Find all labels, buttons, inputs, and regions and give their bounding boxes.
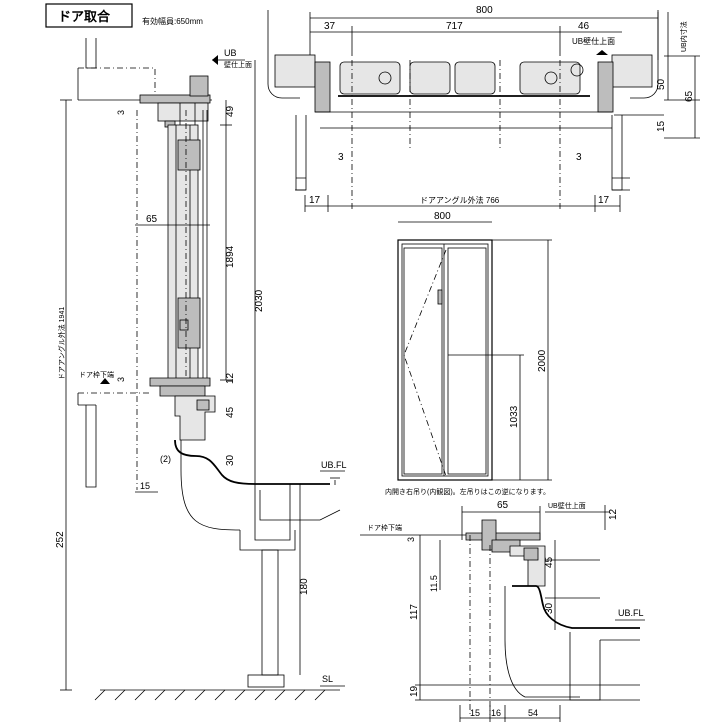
plan-dim-50: 50 <box>656 78 667 90</box>
detail-dim-19: 19 <box>409 685 420 697</box>
door-frame <box>397 239 493 481</box>
detail-profile <box>465 519 640 701</box>
side-dimensions: ドアアングル外法 1941 252 49 1894 12 45 30 2030 … <box>55 60 310 691</box>
plan-dim-65: 65 <box>684 90 695 102</box>
detail-dim-15: 15 <box>470 708 480 718</box>
swing-indicator <box>403 249 447 477</box>
dim-3-bottom: 3 <box>116 377 126 382</box>
dim-1894: 1894 <box>225 245 236 268</box>
dim-65: 65 <box>146 214 158 225</box>
elevation-height-label: 2000 <box>537 349 548 372</box>
plan-frame <box>274 54 653 210</box>
bottom-frame-profile <box>149 377 330 531</box>
dim-45: 45 <box>225 406 236 418</box>
dim-49: 49 <box>225 105 236 117</box>
plan-ub-inner-label: UB内寸法 <box>679 21 688 52</box>
detail-dim-16: 16 <box>491 708 501 718</box>
dim-2030: 2030 <box>254 289 265 312</box>
side-section: UB 壁仕上面 <box>55 38 347 701</box>
detail-dim-117: 117 <box>409 604 420 620</box>
plan-bottom-dims: 17 ドアアングル外法 766 17 <box>304 195 621 212</box>
detail-dim-11-5: 11.5 <box>429 575 439 592</box>
plan-dim-17-right: 17 <box>598 195 610 206</box>
detail-door-frame-bottom-label: ドア枠下端 <box>367 523 402 532</box>
dim-door-frame-size: ドアアングル外法 1941 <box>57 307 66 380</box>
top-frame-profile <box>139 55 245 128</box>
dim-12: 12 <box>225 372 236 384</box>
plan-door-frame-outer: ドアアングル外法 766 <box>420 195 500 205</box>
detail-dim-30: 30 <box>544 602 555 614</box>
lower-wall <box>77 392 150 488</box>
detail-dim-65: 65 <box>497 500 509 511</box>
elevation-note: 内開き右吊り(内観図)。左吊りはこの逆になります。 <box>385 487 550 496</box>
door-elevation: 800 2000 1033 内開き右吊り(内観図)。左吊りはこの逆になります。 <box>385 211 552 496</box>
plan-dim-800: 800 <box>476 5 493 16</box>
dim-2-paren: (2) <box>160 454 171 464</box>
header: ドア取合 有効幅員:650mm <box>45 3 203 28</box>
title-box <box>45 3 133 28</box>
plan-dim-15: 15 <box>656 120 667 132</box>
dim-15: 15 <box>140 481 150 491</box>
plan-section: 800 37 717 46 <box>267 5 700 212</box>
plan-dim-3-left: 3 <box>338 152 344 163</box>
ub-label: UB <box>224 48 237 58</box>
detail-section: 65 UB壁仕上面 12 ドア枠下端 3 11.5 117 19 <box>360 500 645 722</box>
ub-fl-label-side: UB.FL <box>321 460 347 470</box>
plan-dim-3-right: 3 <box>576 152 582 163</box>
detail-ub-fl-label: UB.FL <box>618 608 644 618</box>
detail-dim-12: 12 <box>608 508 619 520</box>
plan-dim-37: 37 <box>324 21 336 32</box>
dim-30: 30 <box>225 454 236 466</box>
plan-ub-wall-top-label: UB壁仕上面 <box>572 36 615 46</box>
elevation-width-label: 800 <box>434 211 451 222</box>
door-leaf-section <box>167 110 208 381</box>
detail-ub-wall-top-label: UB壁仕上面 <box>548 501 586 510</box>
plan-dim-46: 46 <box>578 21 590 32</box>
plan-dim-17-left: 17 <box>309 195 321 206</box>
ub-floor <box>94 477 341 701</box>
plan-right-dims: 50 65 15 <box>614 12 700 139</box>
detail-dim-45: 45 <box>544 556 555 568</box>
detail-dim-3: 3 <box>406 537 416 542</box>
drawing-title: ドア取合 <box>58 9 111 24</box>
dim-3-top: 3 <box>116 110 126 115</box>
ub-wall-top-label: 壁仕上面 <box>224 60 252 69</box>
plan-dim-717: 717 <box>446 21 463 32</box>
detail-dim-54: 54 <box>528 708 538 718</box>
door-frame-bottom-label-side: ドア枠下端 <box>79 370 114 379</box>
elevation-handle-height-label: 1033 <box>509 405 520 428</box>
plan-walls <box>267 10 659 191</box>
plan-dimensions: 800 37 717 46 <box>309 5 659 60</box>
dim-252: 252 <box>55 531 66 548</box>
dim-180: 180 <box>299 578 310 595</box>
sl-label: SL <box>322 674 333 684</box>
effective-width-note: 有効幅員:650mm <box>142 16 203 26</box>
